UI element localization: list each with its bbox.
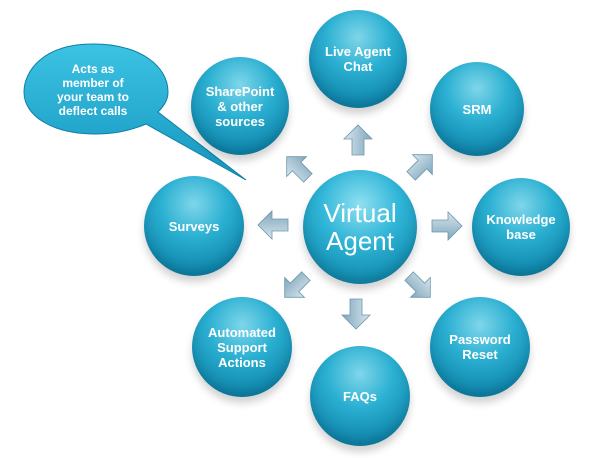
arrow-down-right — [404, 271, 431, 298]
arrow-up-right — [406, 154, 433, 181]
arrow-left — [257, 210, 289, 240]
arrow-up — [343, 124, 373, 156]
node-automated-support-actions[interactable]: Automated Support Actions — [192, 297, 292, 397]
node-faqs[interactable]: FAQs — [310, 346, 410, 446]
arrow-down — [341, 298, 371, 330]
node-virtual-agent[interactable]: Virtual Agent — [303, 170, 417, 284]
callout-bubble — [23, 43, 247, 181]
arrow-up-left — [286, 156, 313, 183]
callout-text: Acts as member of your team to deflect c… — [56, 62, 129, 118]
node-sharepoint[interactable]: SharePoint & other sources — [191, 57, 289, 155]
node-srm[interactable]: SRM — [430, 62, 524, 156]
node-knowledge-base[interactable]: Knowledge base — [472, 178, 570, 276]
arrow-down-left — [284, 271, 311, 298]
node-live-agent-chat[interactable]: Live Agent Chat — [309, 10, 407, 108]
node-surveys[interactable]: Surveys — [144, 176, 244, 276]
node-password-reset[interactable]: Password Reset — [430, 297, 530, 397]
arrow-right — [431, 211, 463, 241]
